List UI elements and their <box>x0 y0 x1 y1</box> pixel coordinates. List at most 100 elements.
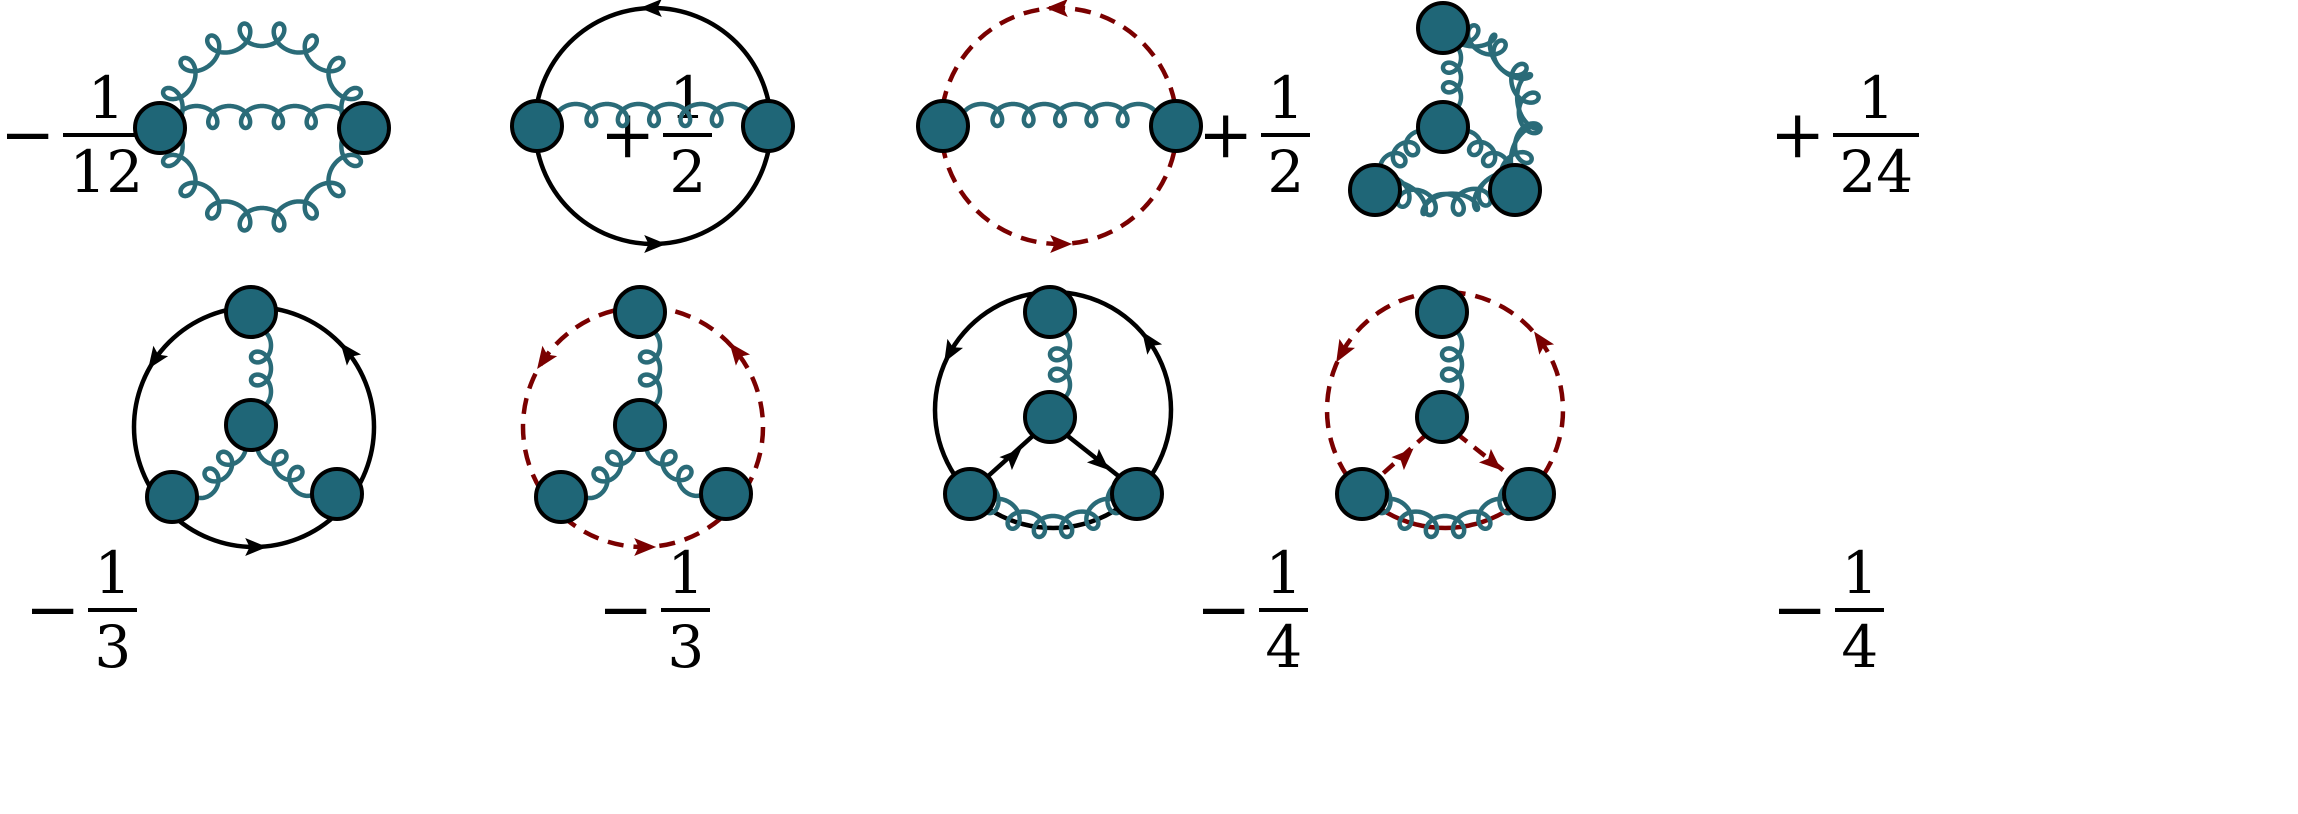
fermion-arrow-left-line <box>999 448 1022 471</box>
fermion-arrow-upper-left <box>148 345 169 369</box>
gluon-spoke-right <box>255 433 321 499</box>
term-4-numerator: 1 <box>1857 64 1895 132</box>
diagram-2-fermion-loop-gluon-exchange <box>510 0 795 253</box>
vertex-top <box>613 285 667 339</box>
vertex-center <box>224 398 278 452</box>
gluon-spoke-top <box>1439 325 1465 404</box>
vertex-right <box>1110 467 1164 521</box>
gluon-spoke-right <box>644 433 710 499</box>
gluon-middle-line <box>173 103 351 131</box>
vertex-left <box>133 101 187 155</box>
ghost-arrow-upper-right <box>1534 331 1555 355</box>
vertex-right <box>337 101 391 155</box>
diagram-1-gluon-triple-loop <box>133 21 391 233</box>
term-5-denominator: 3 <box>88 608 138 676</box>
gluon-spoke-top <box>1440 40 1464 115</box>
vertex-left <box>1348 163 1402 217</box>
ghost-line-right <box>1454 431 1515 480</box>
diagram-7-fermion-triangle-gluon-propagator <box>932 285 1174 540</box>
vertex-right <box>1502 467 1556 521</box>
diagram-3-ghost-loop-gluon-exchange <box>916 0 1203 253</box>
vertex-top <box>1416 1 1470 55</box>
ghost-arrow-right-line <box>1478 448 1502 471</box>
vertex-left <box>534 470 588 524</box>
gluon-outer-bottom <box>1372 172 1516 218</box>
ghost-arrow-upper-left <box>537 345 558 369</box>
term-7-numerator: 1 <box>1265 539 1303 607</box>
term-3-denominator: 2 <box>1261 133 1311 201</box>
ghost-arrow-bottom <box>634 538 657 556</box>
gluon-exchange <box>958 101 1162 129</box>
ghost-arrow-bottom <box>1050 235 1073 253</box>
term-8-denominator: 4 <box>1835 608 1885 676</box>
gluon-spoke-right <box>1452 128 1512 180</box>
term-1-numerator: 1 <box>87 64 125 132</box>
term-3-sign: + <box>1198 96 1254 173</box>
vertex-left <box>145 470 199 524</box>
gluon-spoke-left <box>188 432 249 501</box>
term-4-sign: + <box>1770 96 1826 173</box>
vertex-left <box>916 99 970 153</box>
fermion-arrow-upper-right <box>340 342 362 366</box>
term-6-denominator: 3 <box>661 608 711 676</box>
gluon-lower-arc <box>154 119 370 233</box>
gluon-spoke-top <box>1047 325 1073 404</box>
ghost-arrow-upper-right <box>729 342 751 366</box>
vertex-left <box>943 467 997 521</box>
vertex-left <box>510 99 564 153</box>
term-6-sign: − <box>598 571 654 648</box>
ghost-arrow-upper-left <box>1336 338 1356 363</box>
vertex-left <box>1335 467 1389 521</box>
diagram-4-gluon-tetrahedron <box>1348 1 1543 218</box>
diagram-5-fermion-loop-three-gluon-vertex <box>131 285 377 556</box>
term-3-numerator: 1 <box>1267 64 1305 132</box>
term-2-denominator: 2 <box>663 133 713 201</box>
vertex-right <box>310 467 364 521</box>
vertex-right <box>1149 99 1203 153</box>
gluon-exchange <box>552 101 756 129</box>
fermion-arrow-bottom <box>245 538 268 556</box>
fermion-arrow-right-line <box>1086 448 1110 471</box>
fermion-arrow-upper-right <box>1142 331 1163 355</box>
gluon-upper-arc <box>154 21 370 135</box>
vertex-top <box>1023 285 1077 339</box>
vertex-right <box>699 467 753 521</box>
term-1-denominator: 12 <box>63 133 150 201</box>
vertex-center <box>613 398 667 452</box>
term-5-sign: − <box>25 571 81 648</box>
diagram-6-ghost-loop-three-gluon-vertex <box>520 285 766 556</box>
term-2-sign: + <box>600 96 656 173</box>
vertex-center <box>1023 390 1077 444</box>
vertex-top <box>1415 285 1469 339</box>
vertex-center <box>1416 100 1470 154</box>
gluon-spoke-top <box>637 326 663 411</box>
term-4-denominator: 24 <box>1833 133 1920 201</box>
gluon-spoke-top <box>248 326 274 411</box>
fermion-line-right <box>1062 431 1123 480</box>
term-8-sign: − <box>1772 571 1828 648</box>
term-8-numerator: 1 <box>1841 539 1879 607</box>
fermion-arrow-bottom <box>644 235 667 253</box>
term-5-numerator: 1 <box>94 539 132 607</box>
term-7-sign: − <box>1196 571 1252 648</box>
ghost-arrow-left-line <box>1391 448 1414 471</box>
term-1-sign: − <box>0 96 56 173</box>
vertex-right <box>741 99 795 153</box>
vertex-right <box>1488 163 1542 217</box>
gluon-spoke-left <box>1377 128 1434 180</box>
gluon-spoke-left <box>577 432 638 501</box>
diagram-8-ghost-triangle-gluon-propagator <box>1324 285 1566 540</box>
term-6-numerator: 1 <box>667 539 705 607</box>
vertex-top <box>224 285 278 339</box>
term-7-denominator: 4 <box>1259 608 1309 676</box>
fermion-arrow-upper-left <box>944 338 964 363</box>
